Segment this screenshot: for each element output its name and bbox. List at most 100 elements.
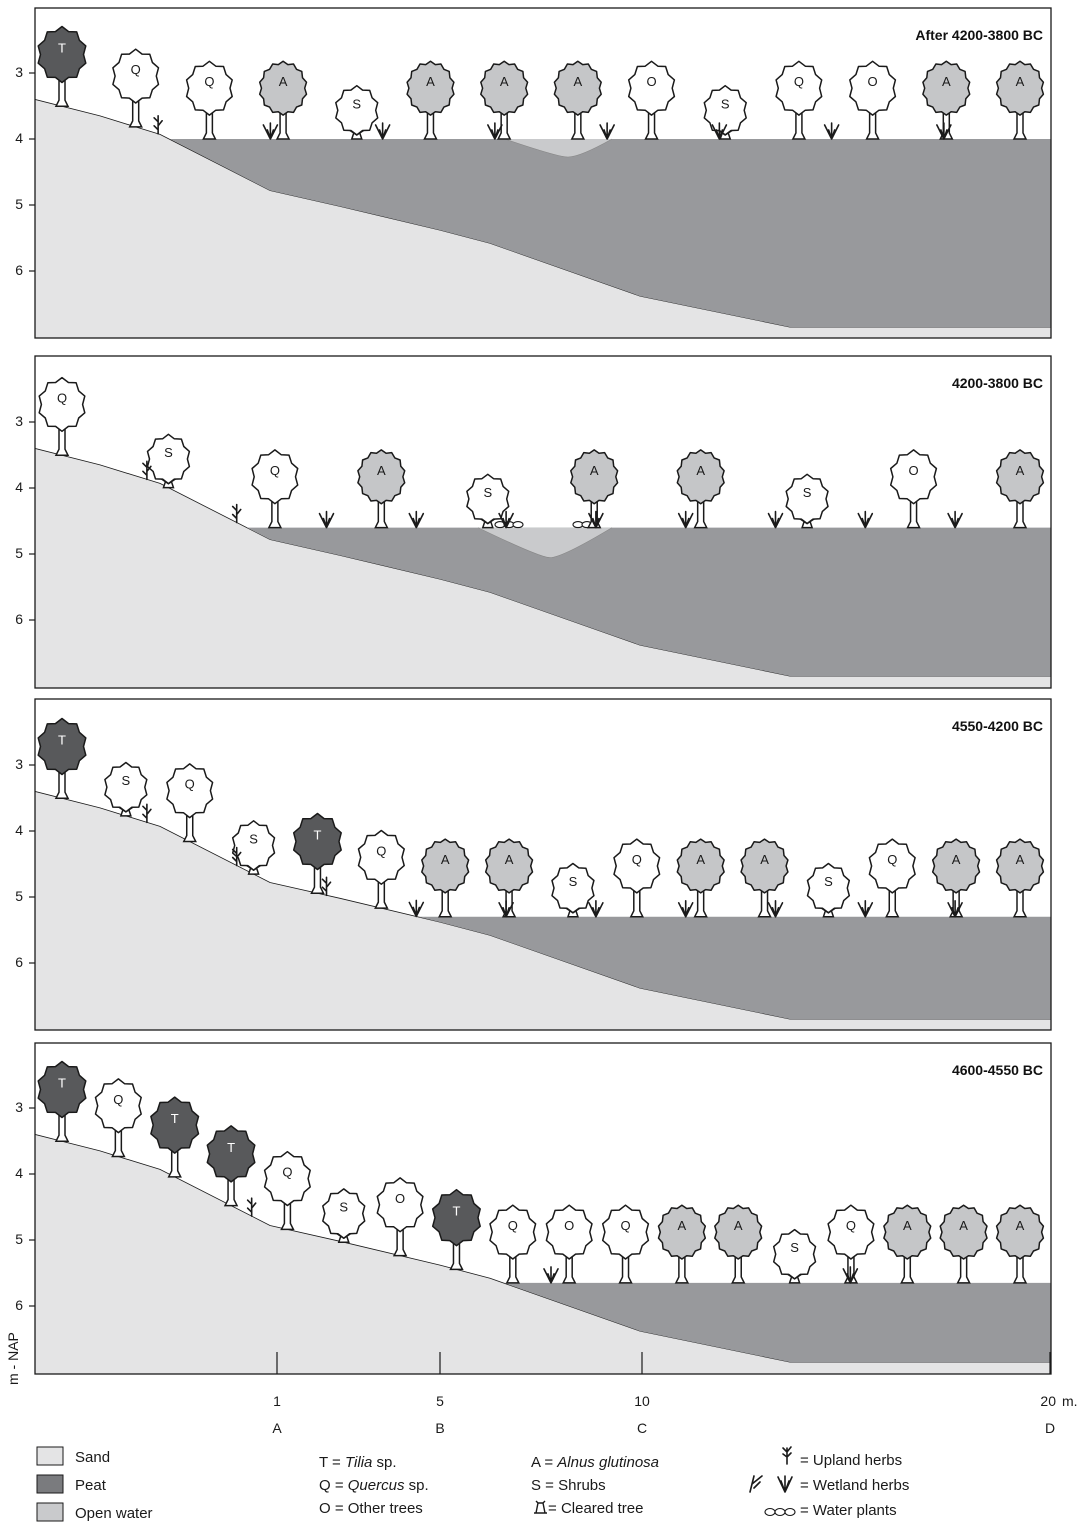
tree-crown bbox=[570, 449, 619, 505]
tree-crown bbox=[251, 449, 299, 505]
wetland-herb-icon bbox=[588, 510, 604, 529]
tree-o: O bbox=[849, 60, 897, 140]
wetland-herb-icon bbox=[947, 510, 963, 529]
tree-crown bbox=[292, 812, 342, 871]
wetland-herb-icon bbox=[318, 510, 335, 529]
tree-label: A bbox=[1016, 852, 1025, 867]
upland-herb-icon bbox=[231, 503, 242, 524]
tree-crown bbox=[995, 1204, 1045, 1260]
wetland-herb-icon bbox=[842, 1266, 859, 1284]
upland-herb-icon bbox=[321, 876, 332, 897]
wetland-herb-icon bbox=[677, 510, 694, 529]
tree-label: Q bbox=[887, 852, 897, 867]
depth-tick-label: 3 bbox=[15, 756, 23, 772]
tree-label: S bbox=[569, 874, 578, 889]
legend-swatch-peat bbox=[36, 1474, 64, 1494]
tree-label: T bbox=[313, 827, 321, 842]
depth-tick-label: 6 bbox=[15, 611, 23, 627]
tree-label: A bbox=[903, 1218, 912, 1233]
panel-frame bbox=[34, 698, 1052, 1031]
tree-label: Q bbox=[282, 1165, 292, 1180]
depth-tick-label: 5 bbox=[15, 1231, 23, 1247]
tree-a: A bbox=[931, 838, 981, 918]
tree-crown bbox=[480, 60, 529, 116]
tree-label: S bbox=[824, 874, 833, 889]
tree-label: A bbox=[760, 852, 769, 867]
tree-label: O bbox=[564, 1218, 574, 1233]
tree-crown bbox=[406, 60, 455, 116]
tree-crown bbox=[806, 862, 851, 914]
open-water-channel bbox=[505, 139, 612, 157]
tree-s: S bbox=[551, 862, 595, 918]
tree-q: Q bbox=[601, 1204, 650, 1284]
tree-crown bbox=[431, 1188, 481, 1247]
tree-crown bbox=[601, 1204, 650, 1260]
tree-label: S bbox=[483, 485, 492, 500]
panel-frame bbox=[34, 1042, 1052, 1375]
tree-s: S bbox=[322, 1188, 366, 1243]
legend-tree-codes-2: A = Alnus glutinosa S = Shrubs = Cleared… bbox=[531, 1454, 659, 1517]
tree-s: S bbox=[466, 473, 510, 529]
tree-label: Q bbox=[632, 852, 642, 867]
tree-a: A bbox=[995, 60, 1045, 140]
tree-label: Q bbox=[794, 74, 804, 89]
peat-layer bbox=[170, 139, 1051, 338]
panel-title: 4200-3800 BC bbox=[952, 375, 1043, 391]
tree-o: O bbox=[376, 1177, 424, 1257]
tree-a: A bbox=[480, 60, 529, 140]
tree-q: Q bbox=[357, 829, 405, 909]
depth-tick-label: 6 bbox=[15, 262, 23, 278]
tree-crown bbox=[376, 1177, 424, 1233]
legend-label-open-water: Open water bbox=[75, 1505, 153, 1522]
upland-herb-icon bbox=[142, 803, 152, 824]
tree-a: A bbox=[883, 1204, 932, 1284]
wetland-herb-icon bbox=[677, 900, 694, 918]
tree-t: T bbox=[37, 717, 87, 800]
depth-tick-label: 6 bbox=[15, 954, 23, 970]
tree-label: S bbox=[122, 773, 131, 788]
depth-tick-label: 6 bbox=[15, 1297, 23, 1313]
tree-label: Q bbox=[376, 843, 386, 858]
tree-q: Q bbox=[38, 376, 86, 457]
depth-tick-label: 3 bbox=[15, 1099, 23, 1115]
tree-label: O bbox=[868, 74, 878, 89]
tree-a: A bbox=[676, 838, 725, 918]
tree-q: Q bbox=[94, 1078, 142, 1158]
legend-label-peat: Peat bbox=[75, 1477, 107, 1494]
tree-crown bbox=[38, 376, 86, 433]
tree-crown bbox=[868, 838, 916, 894]
tree-label: A bbox=[734, 1218, 743, 1233]
tree-label: Q bbox=[113, 1092, 123, 1107]
tree-crown bbox=[995, 60, 1045, 116]
depth-tick-label: 3 bbox=[15, 64, 23, 80]
depth-tick-label: 4 bbox=[15, 479, 23, 495]
tree-crown bbox=[849, 60, 897, 116]
tree-crown bbox=[489, 1204, 537, 1260]
x-axis-tick-letter: B bbox=[435, 1420, 444, 1436]
legend-code-other: O = Other trees bbox=[319, 1500, 423, 1517]
tree-crown bbox=[995, 449, 1045, 505]
legend-code-tilia: T = Tilia sp. bbox=[319, 1454, 397, 1471]
tree-label: A bbox=[426, 74, 435, 89]
tree-a: A bbox=[995, 1204, 1045, 1284]
legend-label-wetland-herbs: = Wetland herbs bbox=[800, 1477, 909, 1494]
tree-crown bbox=[357, 449, 406, 505]
tree-crown bbox=[827, 1204, 875, 1260]
tree-label: S bbox=[803, 485, 812, 500]
tree-q: Q bbox=[775, 60, 823, 140]
tree-s: S bbox=[231, 820, 276, 875]
legend-label-sand: Sand bbox=[75, 1449, 110, 1466]
tree-s: S bbox=[104, 761, 148, 817]
channel-outline bbox=[504, 138, 613, 158]
wetland-herb-icon bbox=[823, 122, 840, 140]
tree-s: S bbox=[335, 84, 379, 140]
